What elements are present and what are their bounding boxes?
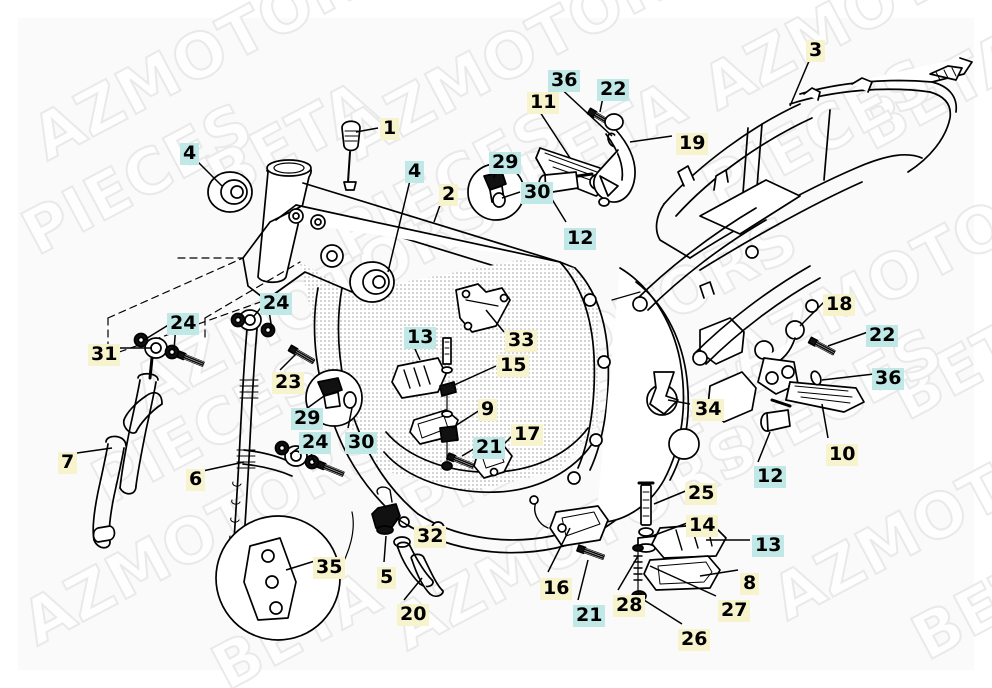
oil-drain-bolt: [371, 486, 401, 535]
callout-footpeg-split-pin[interactable]: 26: [678, 629, 711, 651]
callout-drain-plug-washer[interactable]: 30: [521, 182, 554, 204]
callout-upper-link-pin[interactable]: 15: [497, 355, 530, 377]
footpeg-small-pin-right: [770, 398, 792, 408]
footpeg-shaft: [637, 481, 655, 526]
callout-banjo-washer-mid[interactable]: 24: [260, 293, 293, 315]
callout-left-footpeg[interactable]: 11: [527, 92, 560, 114]
footpeg-pin-clip-right: [810, 370, 822, 386]
frame-bearing-small: [288, 208, 344, 268]
breather-hose: [92, 435, 127, 549]
upper-link-pin: [439, 337, 457, 411]
rear-subframe: [632, 57, 973, 366]
callout-chain-guide-plate[interactable]: 35: [313, 557, 346, 579]
right-footpeg-bracket: [754, 320, 805, 395]
callout-fuel-tap-knob[interactable]: 1: [380, 118, 400, 140]
callout-lower-hose[interactable]: 20: [397, 604, 430, 626]
callout-headset-bearing-upper[interactable]: 4: [180, 143, 200, 165]
gear-lever: [409, 409, 459, 471]
callout-gear-lever-clamp[interactable]: 17: [511, 424, 544, 446]
callout-breather-hose-fitting[interactable]: 31: [88, 344, 121, 366]
callout-banjo-bolt-upper[interactable]: 23: [272, 372, 305, 394]
footpeg-rubber-left: [391, 357, 447, 399]
fuel-tap-knob: [341, 120, 361, 191]
callout-footpeg-rubber-right[interactable]: 13: [752, 535, 785, 557]
callout-footpeg-pin-clip-right[interactable]: 36: [872, 368, 905, 390]
callout-breather-hose[interactable]: 7: [58, 452, 78, 474]
callout-banjo-washer-lower[interactable]: 24: [299, 432, 332, 454]
callout-footpeg-shaft[interactable]: 25: [685, 483, 718, 505]
callout-footpeg-rubber-left[interactable]: 13: [404, 327, 437, 349]
hook-bracket: [649, 371, 679, 415]
callout-engine-mount-plate[interactable]: 33: [505, 330, 538, 352]
callout-drain-plug-washer-2[interactable]: 30: [345, 432, 378, 454]
callout-footpeg-spacer[interactable]: 14: [686, 515, 719, 537]
callout-gear-lever[interactable]: 9: [478, 399, 498, 421]
callout-rear-subframe[interactable]: 3: [806, 40, 826, 62]
callout-hook-bracket[interactable]: 34: [692, 399, 725, 421]
callout-drain-plug[interactable]: 29: [489, 152, 522, 174]
callout-footpeg-washer[interactable]: 27: [718, 600, 751, 622]
callout-footpeg-pivot-pin-right[interactable]: 12: [754, 466, 787, 488]
brake-pedal: [593, 113, 636, 207]
callout-brake-pedal[interactable]: 19: [676, 133, 709, 155]
callout-footpeg-pin-clip-left[interactable]: 36: [548, 70, 581, 92]
callout-right-footpeg[interactable]: 10: [826, 444, 859, 466]
callout-banjo-washer-upper[interactable]: 24: [167, 313, 200, 335]
callout-brake-lever-bolt[interactable]: 21: [573, 605, 606, 627]
callout-footpeg-spring[interactable]: 28: [613, 595, 646, 617]
callout-brake-lever-clamp[interactable]: 16: [540, 578, 573, 600]
lower-hose-fitting: [393, 536, 434, 588]
footpeg-body-right: [643, 555, 721, 591]
footpeg-bolt-right: [807, 336, 837, 357]
headset-bearing-lower: [349, 261, 395, 303]
callout-front-brake-hose[interactable]: 6: [186, 469, 206, 491]
footpeg-pivot-pin-right: [760, 409, 791, 432]
callout-drain-plug-2[interactable]: 29: [291, 408, 324, 430]
right-footpeg: [785, 381, 865, 413]
lower-hose: [410, 553, 444, 598]
banjo-bolt-upper: [287, 344, 316, 365]
engine-mount-plate: [455, 283, 511, 333]
frame-lugs: [398, 293, 611, 535]
footpeg-spring: [632, 544, 644, 591]
breather-hose-upper: [122, 391, 163, 434]
callout-footpeg-bolt-left[interactable]: 22: [597, 79, 630, 101]
callout-footpeg-bolt-right[interactable]: 22: [866, 325, 899, 347]
callout-gear-lever-bolt[interactable]: 21: [473, 437, 506, 459]
chain-guide-detail: [215, 511, 354, 641]
callout-main-frame[interactable]: 2: [439, 184, 459, 206]
steering-head-tube: [257, 159, 313, 284]
engine-case-outline: [595, 267, 757, 523]
callout-headset-bearing-lower[interactable]: 4: [405, 161, 425, 183]
callout-footpeg-body-right[interactable]: 8: [740, 573, 760, 595]
callout-right-footpeg-bracket[interactable]: 18: [823, 294, 856, 316]
brake-lever-bolt: [576, 544, 606, 561]
callout-lower-hose-fitting[interactable]: 5: [377, 567, 397, 589]
callout-oil-drain-bolt[interactable]: 32: [414, 526, 447, 548]
callout-footpeg-pivot-pin-left[interactable]: 12: [564, 228, 597, 250]
brake-lever-clamp: [529, 495, 609, 547]
